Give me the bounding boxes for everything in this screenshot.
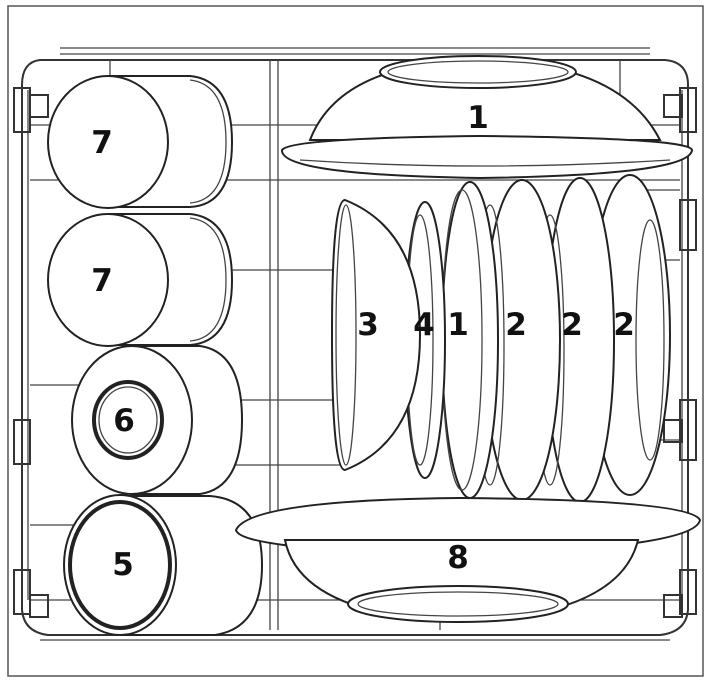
label-plate-c: 2 <box>561 307 583 343</box>
saucer <box>404 201 446 479</box>
cup-top-1 <box>47 75 234 209</box>
serving-bowl <box>234 496 702 624</box>
label-plate-b: 2 <box>505 307 527 343</box>
bowl-small <box>330 198 422 472</box>
label-plate-a: 1 <box>447 307 469 343</box>
label-serving-bowl: 8 <box>447 540 469 576</box>
label-cup-top-1: 7 <box>91 125 113 161</box>
cup-lower <box>63 494 264 636</box>
cup-top-2 <box>47 213 234 347</box>
label-plate-d: 2 <box>613 307 635 343</box>
label-bowl-top: 1 <box>467 100 489 136</box>
label-cup-top-2: 7 <box>91 263 113 299</box>
label-saucer: 4 <box>413 307 435 343</box>
bowl-top <box>280 55 694 180</box>
label-cup-lower: 5 <box>112 547 134 583</box>
label-cup-mid: 6 <box>113 403 135 439</box>
label-bowl-small: 3 <box>357 307 379 343</box>
cup-mid <box>71 345 244 495</box>
